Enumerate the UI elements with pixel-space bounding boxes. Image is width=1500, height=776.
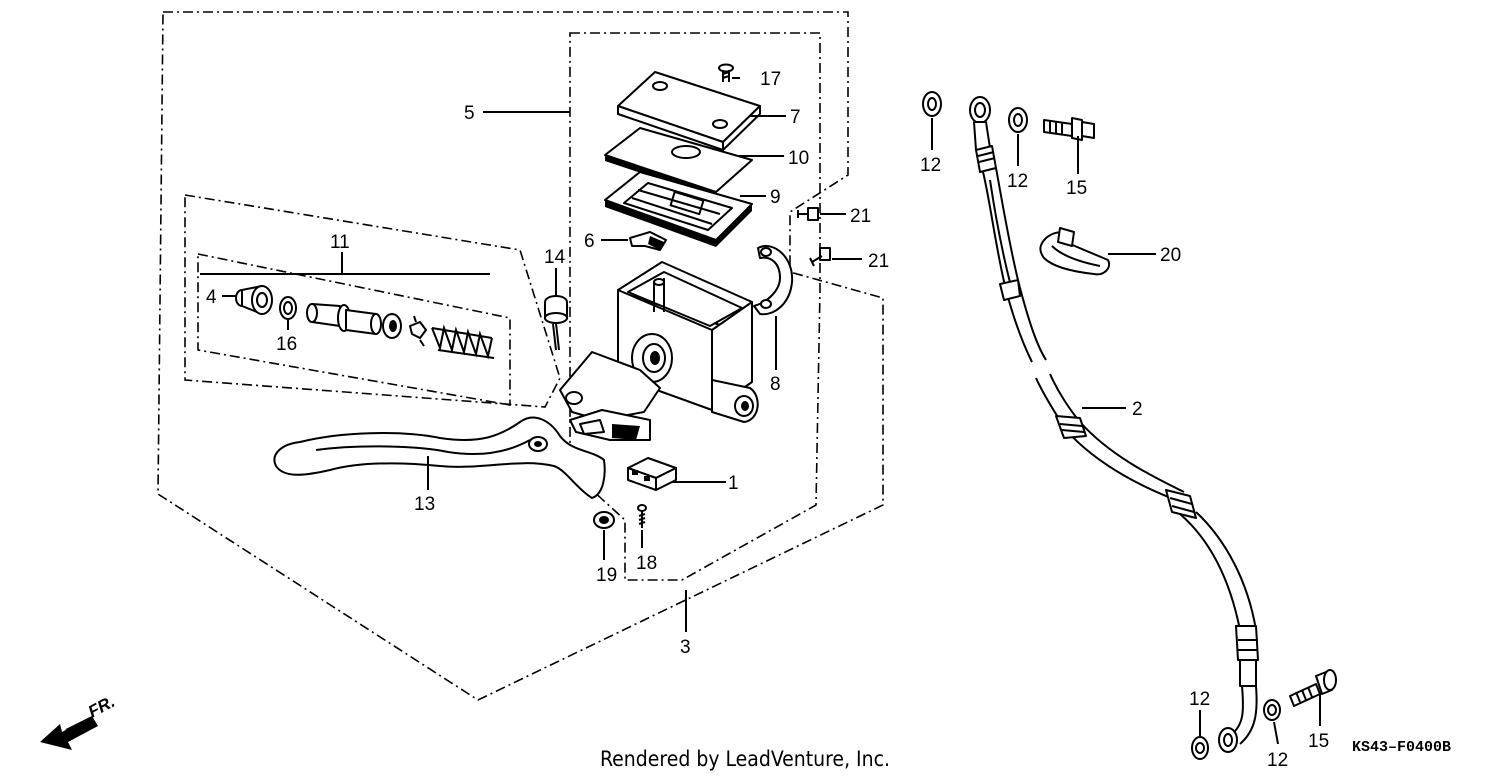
piston-cup-part[interactable] (382, 313, 402, 339)
callout-8[interactable]: 8 (770, 374, 781, 395)
sealing-washer-part-1[interactable] (922, 91, 942, 117)
callout-3[interactable]: 3 (680, 637, 691, 658)
callout-21b[interactable]: 21 (868, 251, 889, 272)
callout-labels: 1 2 3 4 5 6 7 8 9 10 11 12 12 12 12 13 1… (206, 69, 1329, 771)
callout-21a[interactable]: 21 (850, 206, 871, 227)
leader-lines (200, 77, 1321, 745)
sealing-washer-part-4[interactable] (1263, 699, 1281, 721)
front-direction-indicator: FR. (40, 692, 118, 750)
callout-12c[interactable]: 12 (1189, 689, 1210, 710)
banjo-bolt-part-upper[interactable] (1043, 117, 1095, 141)
credit-text: Rendered by LeadVenture, Inc. (600, 747, 890, 771)
dust-cap-part[interactable] (593, 511, 615, 529)
clamp-bolt-part-upper[interactable] (797, 207, 819, 221)
switch-screw-part[interactable] (637, 504, 647, 528)
callout-18[interactable]: 18 (636, 553, 657, 574)
snap-ring-part[interactable] (279, 296, 297, 320)
assembly-11-inner-outline (197, 253, 511, 406)
callout-14[interactable]: 14 (544, 247, 566, 268)
callout-11[interactable]: 11 (330, 232, 350, 253)
callout-6[interactable]: 6 (584, 231, 595, 252)
callout-12a[interactable]: 12 (920, 155, 941, 176)
hose-clamp-part[interactable] (1039, 227, 1110, 276)
callout-17[interactable]: 17 (760, 69, 781, 90)
brake-lever-part[interactable] (273, 416, 606, 499)
diagram-code: KS43–F0400B (1352, 739, 1451, 756)
callout-12b[interactable]: 12 (1007, 171, 1028, 192)
sealing-washer-part-3[interactable] (1191, 736, 1209, 760)
assembly-3-outline (157, 11, 884, 701)
piston-boot-part[interactable] (235, 285, 273, 315)
callout-12d[interactable]: 12 (1267, 750, 1288, 771)
clamp-holder-part[interactable] (753, 245, 794, 316)
callout-15a[interactable]: 15 (1066, 178, 1087, 199)
brake-hose-part[interactable] (969, 96, 1259, 753)
callout-4[interactable]: 4 (206, 287, 217, 308)
callout-16[interactable]: 16 (276, 334, 297, 355)
callout-13[interactable]: 13 (414, 494, 435, 515)
clamp-bolt-part-lower[interactable] (809, 247, 831, 267)
front-direction-label: FR. (85, 692, 118, 722)
diaphragm-plate-6-part[interactable] (629, 231, 667, 251)
spring-seat-part[interactable] (409, 315, 427, 347)
callout-5[interactable]: 5 (464, 103, 475, 124)
spring-part[interactable] (431, 324, 495, 360)
callout-10[interactable]: 10 (788, 148, 809, 169)
front-arrow-icon (40, 716, 98, 750)
diaphragm-part[interactable] (604, 171, 753, 247)
sealing-washer-part-2[interactable] (1008, 107, 1028, 133)
callout-19[interactable]: 19 (596, 565, 617, 586)
callout-2[interactable]: 2 (1132, 399, 1143, 420)
callout-15b[interactable]: 15 (1308, 731, 1329, 752)
cap-screw-part[interactable] (718, 63, 734, 83)
callout-20[interactable]: 20 (1160, 245, 1181, 266)
master-cylinder-body-part[interactable] (559, 261, 759, 441)
reservoir-cap-part[interactable] (617, 71, 761, 151)
piston-part[interactable] (306, 303, 382, 335)
callout-1[interactable]: 1 (728, 473, 739, 494)
callout-7[interactable]: 7 (790, 107, 801, 128)
callout-9[interactable]: 9 (770, 187, 781, 208)
brake-light-switch-part[interactable] (627, 457, 677, 491)
pivot-bolt-part[interactable] (544, 295, 568, 351)
assembly-11-outline (184, 194, 561, 408)
banjo-bolt-part-lower[interactable] (1289, 669, 1337, 707)
